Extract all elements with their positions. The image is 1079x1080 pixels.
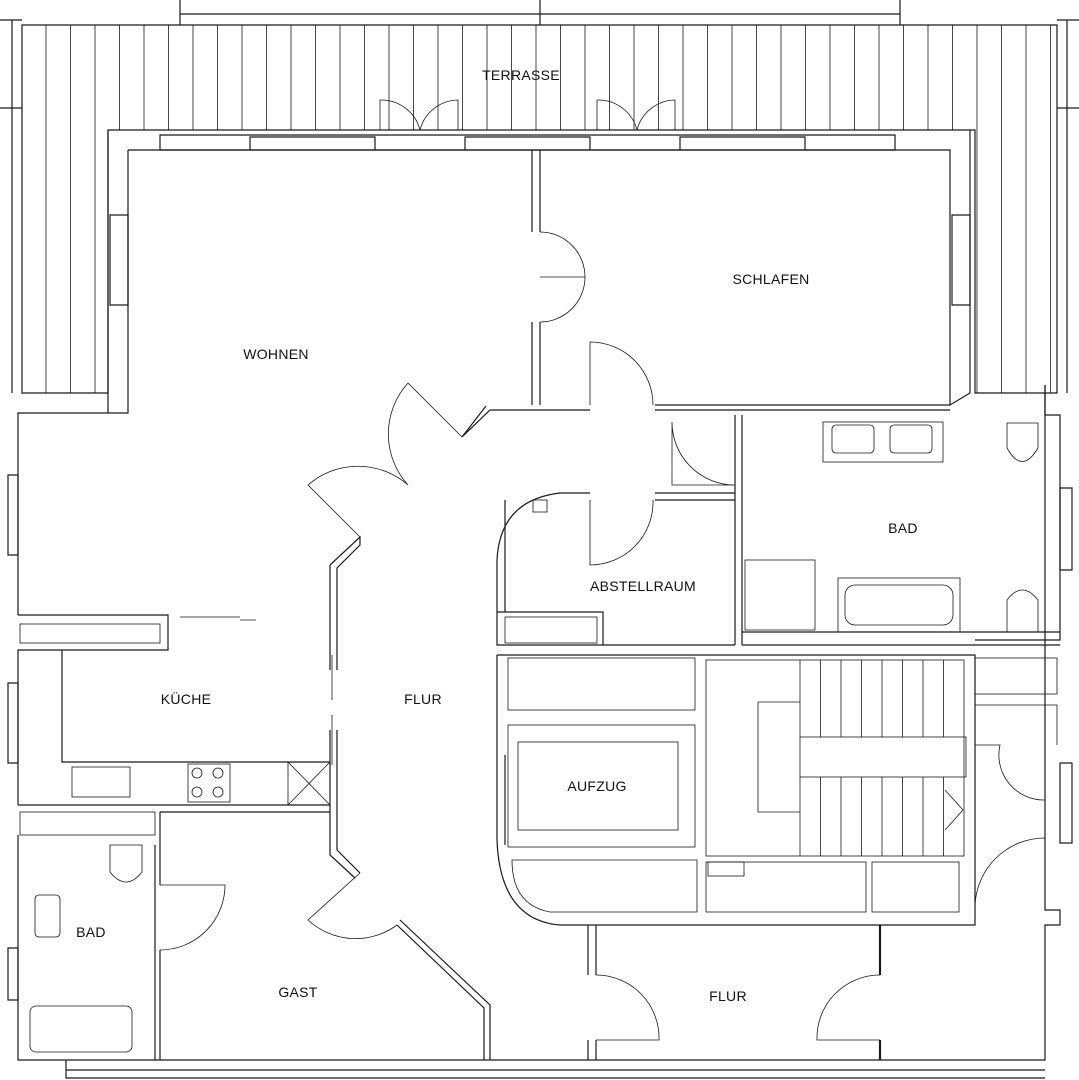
room-label-flur-main: FLUR [404,691,442,707]
room-label-bad-bottom: BAD [76,924,106,940]
room-label-kueche: KÜCHE [161,690,212,707]
room-label-schlafen: SCHLAFEN [732,271,809,287]
room-label-bad-top: BAD [888,520,918,536]
room-label-flur-stair: FLUR [709,988,747,1004]
fixtures [19,421,1058,1053]
room-labels: TERRASSE WOHNEN SCHLAFEN BAD ABSTELLRAUM… [76,67,918,1004]
room-label-aufzug: AUFZUG [567,778,626,794]
room-label-terrasse: TERRASSE [482,67,560,83]
interior-walls [18,150,1060,1060]
exterior-walls [7,130,1073,1079]
room-label-wohnen: WOHNEN [243,346,309,362]
terrace-planks [45,25,1051,393]
room-label-gast: GAST [278,984,317,1000]
room-label-abstellraum: ABSTELLRAUM [590,578,696,594]
doors [159,99,1058,1041]
